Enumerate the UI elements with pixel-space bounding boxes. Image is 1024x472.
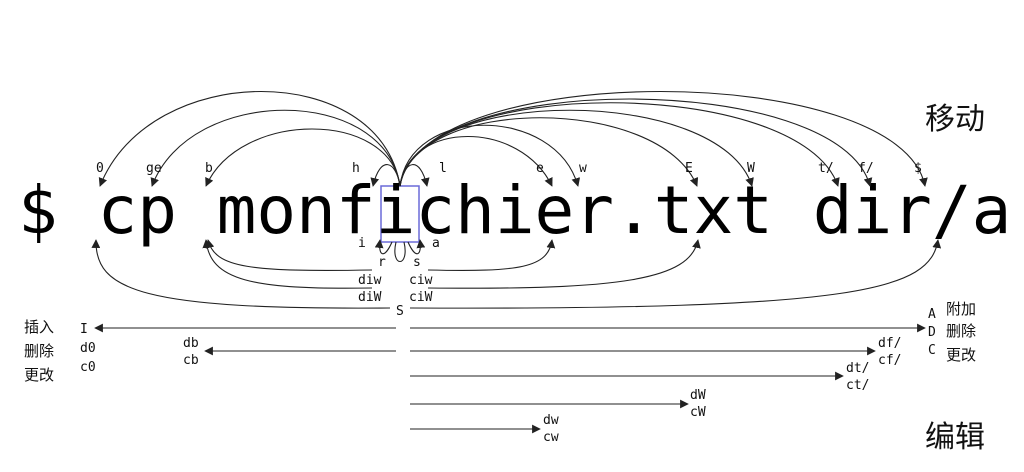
arc-w [399,124,581,187]
right-side-labels: A D C 附加 删除 更改 [928,300,976,364]
label-E: E [685,161,693,176]
label-dollar: $ [914,161,922,176]
label-l: l [439,161,447,176]
arc-a [407,239,426,255]
arc-S-right [409,239,942,309]
arc-E [399,117,699,187]
edit-op-labels: db cb df/ cf/ dt/ ct/ dW cW dw cw [183,336,901,445]
left-cjk-change: 更改 [24,366,54,384]
arc-r-s [394,241,406,262]
arc-b [205,128,401,187]
label-cW: cW [690,405,706,420]
top-motion-arcs [98,90,928,187]
label-ciW: ciW [409,290,433,305]
right-key-D: D [928,325,936,340]
left-side-labels: 插入 删除 更改 I d0 c0 [24,318,96,384]
label-w: w [579,161,587,176]
arc-h [370,164,401,187]
top-motion-labels: 0 ge b h l e w E W t/ f/ $ [96,161,922,176]
arc-zero [98,91,401,187]
label-diW: diW [358,290,382,305]
label-cb: cb [183,353,199,368]
right-key-A: A [928,307,936,322]
label-h: h [352,161,360,176]
arc-iW-end [427,239,701,289]
label-diw: diw [358,273,382,288]
right-key-C: C [928,343,936,358]
label-cw: cw [543,430,559,445]
label-db: db [183,336,199,351]
left-key-d0: d0 [80,341,96,356]
label-ct: ct/ [846,378,869,393]
label-i: i [358,236,366,251]
arc-iw-end [427,239,556,271]
label-e: e [536,161,544,176]
arc-dollar [399,90,928,187]
bottom-motion-arcs [91,239,942,309]
left-key-I: I [80,322,88,337]
right-cjk-change: 更改 [946,346,976,364]
label-cf: cf/ [878,353,901,368]
label-W: W [747,161,755,176]
edit-arrows [94,323,926,434]
label-zero: 0 [96,161,104,176]
right-cjk-delete: 删除 [946,322,976,340]
right-cjk-append: 附加 [946,300,976,318]
label-dt: dt/ [846,361,869,376]
label-b: b [205,161,213,176]
left-cjk-delete: 删除 [24,342,54,360]
title-edit: 编辑 [925,420,985,455]
label-a: a [432,236,440,251]
label-t: t/ [818,161,834,176]
arc-iW [202,239,373,289]
label-dw: dw [543,413,559,428]
left-cjk-insert: 插入 [24,318,54,336]
label-df: df/ [878,336,901,351]
label-r: r [378,255,386,270]
left-key-c0: c0 [80,360,96,375]
label-ge: ge [146,161,162,176]
arc-iw [205,239,373,271]
label-dW: dW [690,388,706,403]
bottom-motion-labels: i a r s diw ciw diW ciW S [358,236,440,319]
label-s: s [413,255,421,270]
label-S: S [396,304,404,319]
arc-S-left [91,239,391,309]
command-line: $ cp monfichier.txt dir/a [18,172,1011,249]
label-f: f/ [858,161,874,176]
label-ciw: ciw [409,273,433,288]
arc-i [374,239,393,255]
arc-ge [150,109,401,187]
title-move: 移动 [925,102,985,137]
